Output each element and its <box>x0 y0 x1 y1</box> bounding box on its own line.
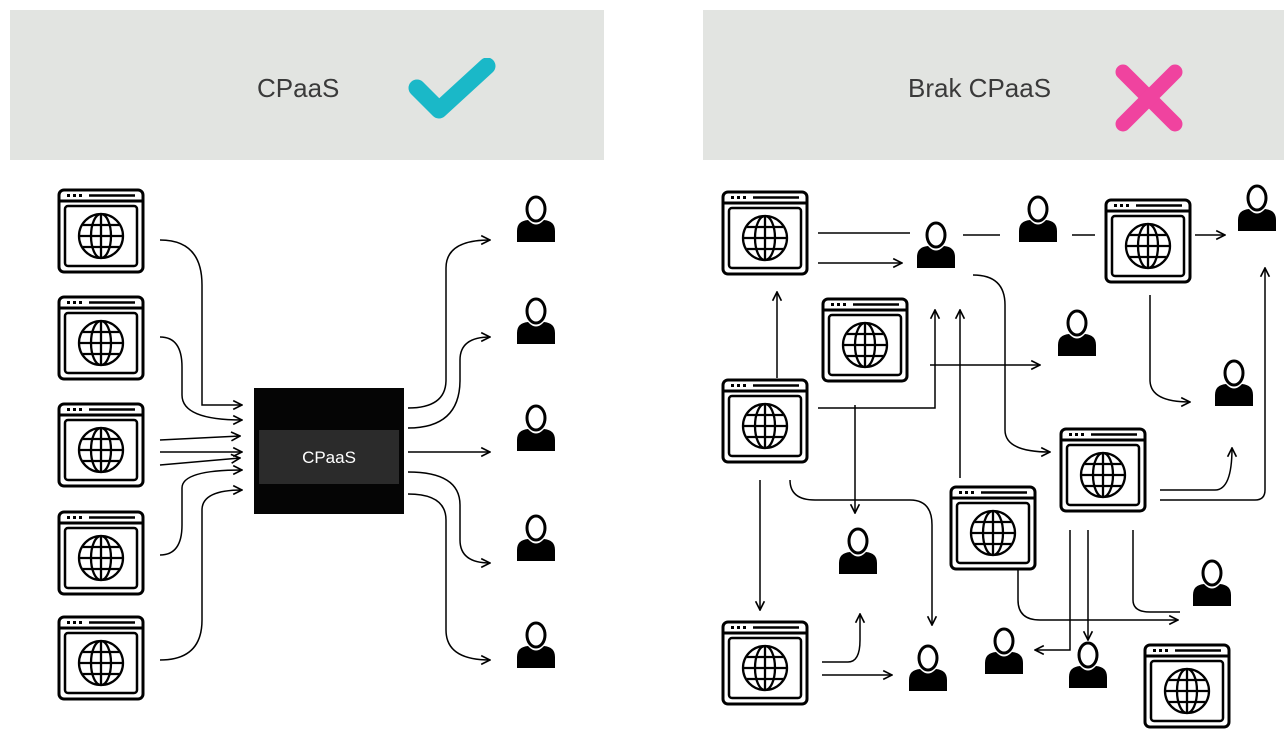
website-icon <box>721 378 809 464</box>
website-icon <box>57 402 145 488</box>
website-icon <box>1143 643 1231 729</box>
user-icon <box>515 514 557 563</box>
website-icon <box>821 297 909 383</box>
user-icon <box>1067 641 1109 690</box>
right-panel-header: Brak CPaaS <box>703 10 1284 160</box>
left-panel-header: CPaaS <box>10 10 604 160</box>
website-icon <box>721 620 809 706</box>
user-icon <box>1056 309 1098 358</box>
website-icon <box>1104 198 1192 284</box>
website-icon <box>1059 427 1147 513</box>
user-icon <box>1213 359 1255 408</box>
website-icon <box>57 295 145 381</box>
website-icon <box>57 615 145 701</box>
cpaas-diagram: CPaaS <box>57 188 557 701</box>
user-icon <box>1236 184 1278 233</box>
no-cpaas-diagram <box>721 184 1278 729</box>
user-icon <box>515 297 557 346</box>
user-icon <box>1017 195 1059 244</box>
user-icon <box>907 644 949 693</box>
left-panel-title: CPaaS <box>257 73 340 103</box>
checkmark-icon <box>408 58 496 119</box>
website-icon <box>721 190 809 276</box>
user-icon <box>983 627 1025 676</box>
website-icon <box>57 510 145 596</box>
user-icon <box>515 195 557 244</box>
website-icon <box>949 485 1037 571</box>
cpaas-hub: CPaaS <box>254 388 404 514</box>
user-icon <box>515 404 557 453</box>
hub-label: CPaaS <box>302 448 356 467</box>
website-icon <box>57 188 145 274</box>
cross-icon <box>1115 64 1183 132</box>
user-icon <box>1191 559 1233 608</box>
right-panel-title: Brak CPaaS <box>908 73 1052 103</box>
user-icon <box>515 621 557 670</box>
user-icon <box>915 221 957 270</box>
user-icon <box>837 527 879 576</box>
